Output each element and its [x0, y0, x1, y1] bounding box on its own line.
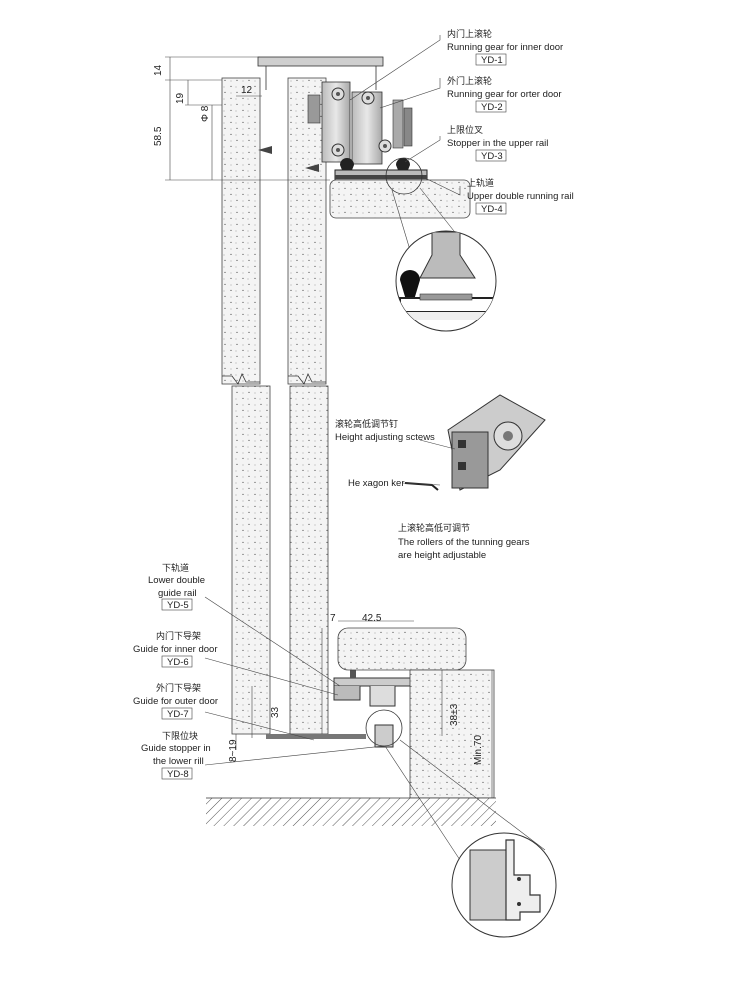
dim-58-5: 58.5: [153, 126, 164, 146]
yd5-en2: guide rail: [158, 588, 197, 599]
lower-double-guide-rail: [333, 677, 415, 687]
dim-42-5: 42.5: [362, 613, 382, 624]
ceiling-slab: [329, 179, 471, 219]
yd5-en1: Lower double: [148, 575, 205, 586]
lower-stopper-detail-zoom: [384, 739, 557, 938]
yd6-en: Guide for inner door: [133, 644, 218, 655]
yd2-en: Running gear for orter door: [447, 89, 562, 100]
dim-12: 12: [241, 85, 253, 96]
yd5-code: YD-5: [167, 600, 189, 611]
yd5-cn: 下轨道: [162, 562, 189, 574]
ground-hatch: [206, 798, 496, 826]
dim-phi-8: Φ 8: [200, 105, 211, 122]
hex-key-label: He xagon ker: [348, 478, 405, 489]
yd7-code: YD-7: [167, 709, 189, 720]
height-adjust-illustration: [404, 394, 546, 491]
yd7-cn: 外门下导架: [156, 682, 201, 694]
yd3-cn: 上限位叉: [447, 124, 483, 136]
yd4-en: Upper double running rail: [467, 191, 574, 202]
running-gear-inner: [307, 81, 351, 163]
dim-8-19: 8~19: [228, 739, 239, 762]
inner-door-panel-top: [221, 77, 261, 385]
adjustable-cn: 上滚轮高低可调节: [398, 522, 470, 534]
floor-slab: [337, 627, 467, 671]
dim-33: 33: [270, 706, 281, 718]
dim-19: 19: [175, 92, 186, 104]
yd8-en2: the lower rill: [153, 756, 204, 767]
yd7-en: Guide for outer door: [133, 696, 218, 707]
outer-door-panel-bottom: [289, 385, 329, 735]
outer-door-panel-top: [287, 77, 327, 385]
upper-track-assembly: [165, 56, 471, 385]
yd2-cn: 外门上滚轮: [447, 75, 492, 87]
dim-7: 7: [330, 613, 336, 624]
adjustable-en2: are height adjustable: [398, 550, 486, 561]
yd1-code: YD-1: [481, 55, 503, 66]
adjust-screws-cn: 滚轮高低调节钉: [335, 418, 398, 430]
running-gear-outer: [351, 91, 413, 165]
adjustable-en1: The rollers of the tunning gears: [398, 537, 530, 548]
upper-rail-detail-zoom: [385, 157, 497, 332]
yd8-en1: Guide stopper in: [141, 743, 211, 754]
adjust-screws-en: Height adjusting sctews: [335, 432, 435, 443]
dim-14: 14: [153, 64, 164, 76]
yd4-cn: 上轨道: [467, 177, 494, 189]
yd3-code: YD-3: [481, 151, 503, 162]
yd3-en: Stopper in the upper rail: [447, 138, 548, 149]
yd8-code: YD-8: [167, 769, 189, 780]
yd8-cn: 下限位块: [162, 730, 198, 742]
yd1-cn: 内门上滚轮: [447, 28, 492, 40]
dim-min-70: Min.70: [473, 735, 484, 765]
yd2-code: YD-2: [481, 102, 503, 113]
yd1-en: Running gear for inner door: [447, 42, 563, 53]
inner-door-panel-bottom: [231, 385, 271, 735]
dim-38-pm-3: 38±3: [449, 703, 460, 726]
upper-rail-housing: [257, 56, 384, 67]
lower-track-assembly: [266, 642, 415, 748]
yd6-code: YD-6: [167, 657, 189, 668]
yd4-code: YD-4: [481, 204, 503, 215]
floor-step: [409, 669, 495, 799]
yd6-cn: 内门下导架: [156, 630, 201, 642]
